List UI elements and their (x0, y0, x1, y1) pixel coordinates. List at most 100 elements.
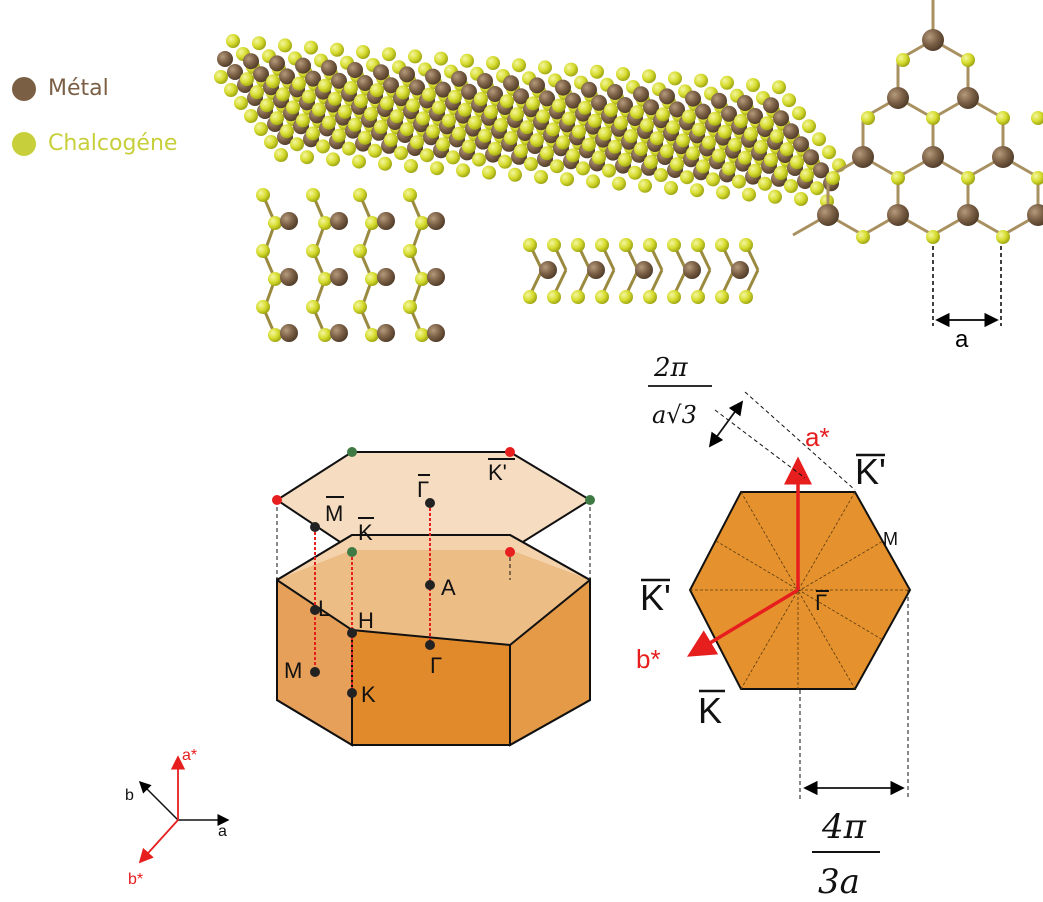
chalcogen-atom (472, 152, 486, 167)
chalcogen-atom (290, 137, 304, 152)
chalcogen-atom (628, 165, 642, 180)
chalcogen-atom (634, 142, 648, 156)
chalcogen-atom (716, 185, 730, 200)
label-k-prime-top: K' (855, 451, 886, 492)
chalcogen-atom (530, 133, 544, 148)
metal-atom (643, 99, 659, 116)
chalcogen-atom (523, 238, 537, 252)
chalcogen-atom (432, 100, 446, 115)
chalcogen-atom (618, 152, 632, 167)
chalcogen-atom (562, 111, 576, 126)
metal-atom (227, 64, 243, 80)
chalcogen-atom (822, 145, 836, 160)
metal-atom (347, 62, 363, 78)
chalcogen-atom (547, 290, 561, 304)
chalcogen-atom (482, 165, 496, 180)
chalcogen-atom (403, 188, 417, 202)
chalcogen-atom (676, 133, 690, 148)
metal-atom (305, 70, 321, 87)
chalcogen-atom (326, 152, 340, 167)
metal-atom (587, 261, 605, 279)
fraction-numerator-4pi: 4π (821, 807, 867, 847)
chalcogen-atom (330, 42, 344, 57)
metal-atom (607, 84, 623, 100)
legend-chalcogen: Chalcogéne (12, 131, 177, 156)
chalcogen-atom (358, 130, 372, 145)
chalcogen-atom (664, 181, 678, 195)
metal-atom (331, 72, 347, 89)
chalcogen-atom (478, 128, 492, 143)
label-gamma-bar: Γ (417, 477, 429, 502)
chalcogen-atom (604, 103, 618, 117)
chalcogen-atom (256, 244, 270, 258)
chalcogen-atom (712, 148, 726, 163)
chalcogen-atom (768, 189, 782, 204)
chalcogen-atom (286, 100, 300, 115)
chalcogen-atom (691, 290, 705, 304)
label-b-star-2d: b* (636, 644, 661, 674)
axes-triad: a* b a b* (125, 747, 230, 888)
label-k-prime-left: K' (640, 577, 671, 618)
chalcogen-atom (390, 109, 404, 124)
chalcogen-atom (354, 94, 368, 108)
chalcogen-atom (602, 163, 616, 178)
chalcogen-atom (666, 120, 680, 135)
chalcogen-atom (738, 150, 752, 165)
chalcogen-atom (608, 139, 622, 154)
chalcogen-atom (415, 272, 429, 286)
metal-atom (529, 77, 545, 94)
chalcogen-atom (694, 73, 708, 88)
metal-atom (731, 261, 749, 279)
chalcogen-atom (656, 107, 670, 122)
chalcogen-atom (794, 192, 808, 206)
chalcogen-atom (996, 230, 1010, 244)
brillouin-zone-3d: Γ K' M K A L H Γ M K (272, 447, 595, 747)
chalcogen-atom (436, 137, 450, 152)
chalcogen-atom (278, 38, 292, 53)
chalcogen-atom (403, 244, 417, 258)
chalcogen-atom (961, 171, 975, 185)
chalcogen-atom (650, 131, 664, 146)
chalcogen-atom (556, 135, 570, 150)
chalcogen-atom (318, 216, 332, 230)
chalcogen-atom (512, 58, 526, 73)
metal-atom (321, 59, 337, 76)
chalcogen-atom (732, 174, 746, 189)
metal-atom (773, 110, 789, 127)
legend-metal: Métal (12, 76, 109, 101)
metal-atom (477, 73, 493, 89)
metal-atom (737, 95, 753, 111)
chalcogen-atom (300, 150, 314, 165)
chalcogen-atom (264, 135, 278, 149)
chalcogen-atom (460, 53, 474, 68)
chalcogen-atom (416, 111, 430, 126)
metal-atom (1027, 204, 1043, 226)
chalcogen-atom (715, 290, 729, 304)
chalcogen-atom (754, 140, 768, 154)
chalcogen-atom (244, 109, 258, 123)
chalcogen-atom (316, 139, 330, 154)
chalcogen-atom (488, 141, 502, 156)
chalcogen-atom (318, 78, 332, 93)
metal-atom (383, 77, 399, 94)
chalcogen-atom (644, 155, 658, 169)
brillouin-zone-2d: a* b* K' K' K M Γ 2π a√3 4π 3a (636, 353, 912, 902)
chalcogen-atom (708, 111, 722, 126)
metal-atom (451, 70, 467, 87)
chalcogen-atom (274, 148, 288, 162)
metal-atom (295, 57, 311, 74)
metal-atom (427, 324, 445, 342)
chalcogen-atom (670, 157, 684, 172)
chalcogen-atom (571, 290, 585, 304)
chalcogen-atom (456, 163, 470, 178)
chalcogen-atom (619, 238, 633, 252)
chalcogen-atom (856, 230, 870, 244)
chalcogen-atom (365, 328, 379, 342)
chalcogen-atom (782, 93, 796, 108)
chalcogen-atom (667, 238, 681, 252)
chalcogen-atom (764, 153, 778, 167)
label-a-star-2d: a* (805, 422, 830, 452)
chalcogen-atom (790, 155, 804, 170)
metal-atom (669, 101, 685, 118)
chalcogen-swatch (12, 131, 36, 156)
